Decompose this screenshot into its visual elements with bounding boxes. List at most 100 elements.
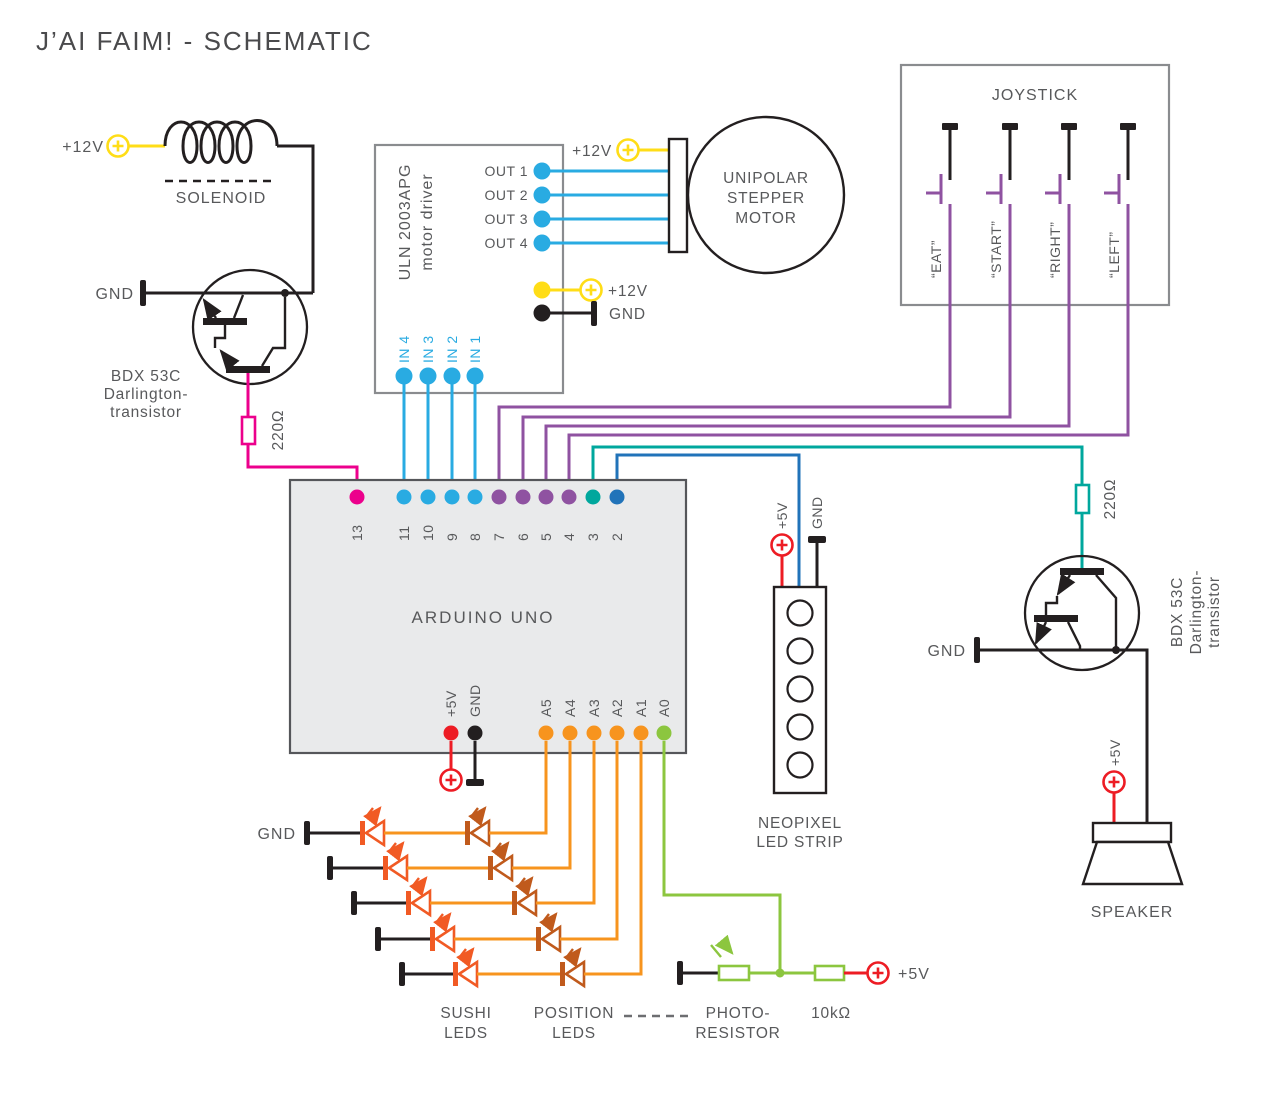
wire-eat-pin7 [497,204,952,490]
right-transistor-collector2 [1066,621,1082,650]
sushi-led [409,888,432,918]
arduino-pin-8-label: 8 [467,533,483,541]
joystick-start-label: “START” [988,221,1004,278]
stepper-name-2: STEPPER [727,190,805,207]
uln-name-1: ULN 2003APG [397,164,414,281]
led-cathode-bar [465,821,470,845]
led-row-3 [351,741,596,918]
right-220-resistor [1074,483,1091,515]
uln-out1-pin [533,162,551,180]
uln-in4-pin [395,367,413,385]
switch-lever [1045,174,1062,204]
joystick-switch-left [1104,123,1136,204]
sushi-led [433,924,456,954]
arduino-pin-a1 [633,725,649,741]
uln-box [373,143,565,395]
photoresistor-label-1: PHOTO- [706,1005,771,1022]
arduino-pin-7-label: 7 [491,533,507,541]
neopixel-led-5 [786,751,814,779]
sushi-led [363,818,386,848]
arduino-pin-11 [396,489,412,505]
led-row-2 [327,741,572,883]
position-leds-label-2: LEDS [552,1025,596,1042]
right-transistor-name-2: Darlington- [1188,570,1205,655]
left-transistor-circle [191,268,309,386]
led-emission-arrows [542,914,556,923]
sushi-led [456,959,479,989]
neopixel-led-4 [786,713,814,741]
arduino-pin-2-label: 2 [609,533,625,541]
arduino-name: ARDUINO UNO [412,608,555,627]
led-emission-arrows [436,914,450,923]
led-cathode-bar [360,821,365,845]
uln-in2-pin [443,367,461,385]
row-to-a1-wire [584,741,643,976]
left-transistor-base2-bar [226,366,270,373]
neopixel-5v-label: +5V [774,502,790,529]
arduino-pin-13-label: 13 [349,524,365,541]
left-220-resistor-label: 220Ω [270,410,287,451]
uln-out2-pin [533,186,551,204]
led-cathode-bar [536,927,541,951]
uln-in3-pin [419,367,437,385]
arduino-a1-label: A1 [633,699,649,717]
arduino-board [288,478,688,755]
arduino-pin-5-label: 5 [538,533,554,541]
page-title: J’AI FAIM! - SCHEMATIC [36,26,373,56]
gnd-terminal [399,962,405,986]
led-gnd-label: GND [257,826,296,843]
joystick-right-label: “RIGHT” [1047,222,1063,278]
joystick-box [899,63,1171,307]
plus-12v-symbol [616,138,640,162]
arduino-pin-a4 [562,725,578,741]
neopixel-gnd-terminal [808,536,826,543]
left-transistor-name-1: BDX 53C [111,368,181,385]
plus-5v-symbol [770,533,794,557]
switch-lever [986,174,1003,204]
wire-pin2-neopixel [615,453,801,587]
photoresistor-gnd-terminal [677,961,683,985]
arduino-gnd-label: GND [467,684,483,717]
led-cathode-bar [430,927,435,951]
right-gnd-label: GND [927,643,966,660]
arduino-pin-4-label: 4 [561,533,577,541]
led-emission-arrows [366,808,380,817]
arduino-pin-9 [444,489,460,505]
sushi-leds-label-1: SUSHI [440,1005,491,1022]
arduino-a0-label: A0 [656,699,672,717]
speaker-5v-label: +5V [1107,739,1123,766]
sushi-led [386,853,409,883]
wire-right-pin5 [544,204,1071,490]
arduino-a3-label: A3 [586,699,602,717]
position-leds-label-1: POSITION [534,1005,614,1022]
stepper-name-1: UNIPOLAR [723,170,809,187]
led-cathode-bar [560,962,565,986]
arduino-pin-3-label: 3 [585,533,601,541]
solenoid-label: SOLENOID [176,190,267,207]
arduino-pin-a2 [609,725,625,741]
joystick-eat-label: “EAT” [928,240,944,278]
uln-name-2: motor driver [419,173,436,270]
position-led [539,924,562,954]
joystick-switch-right [1045,123,1077,204]
arduino-a2-label: A2 [609,699,625,717]
left-transistor-section: GND BDX 53C Darlington- transistor 220Ω [95,268,359,490]
solenoid-section: +12V SOLENOID [62,119,315,293]
joystick-switch-eat [926,123,958,204]
arduino-pin-2 [609,489,625,505]
wire-resistor-to-pin13 [246,444,359,490]
speaker-driver [1091,821,1173,844]
photoresistor-section: +5V PHOTO- RESISTOR 10kΩ [662,741,929,1042]
pullup-resistor [813,964,846,982]
uln-gnd-terminal [591,301,597,326]
photoresistor-body [717,964,751,982]
arduino-pin-a3 [586,725,602,741]
joystick-left-label: “LEFT” [1106,231,1122,278]
arduino-pin-7 [491,489,507,505]
position-led [468,818,491,848]
solenoid-supply-label: +12V [62,139,104,156]
led-row-4 [375,741,619,954]
arduino-pin-8 [467,489,483,505]
right-transistor-junction-dot [1112,646,1120,654]
